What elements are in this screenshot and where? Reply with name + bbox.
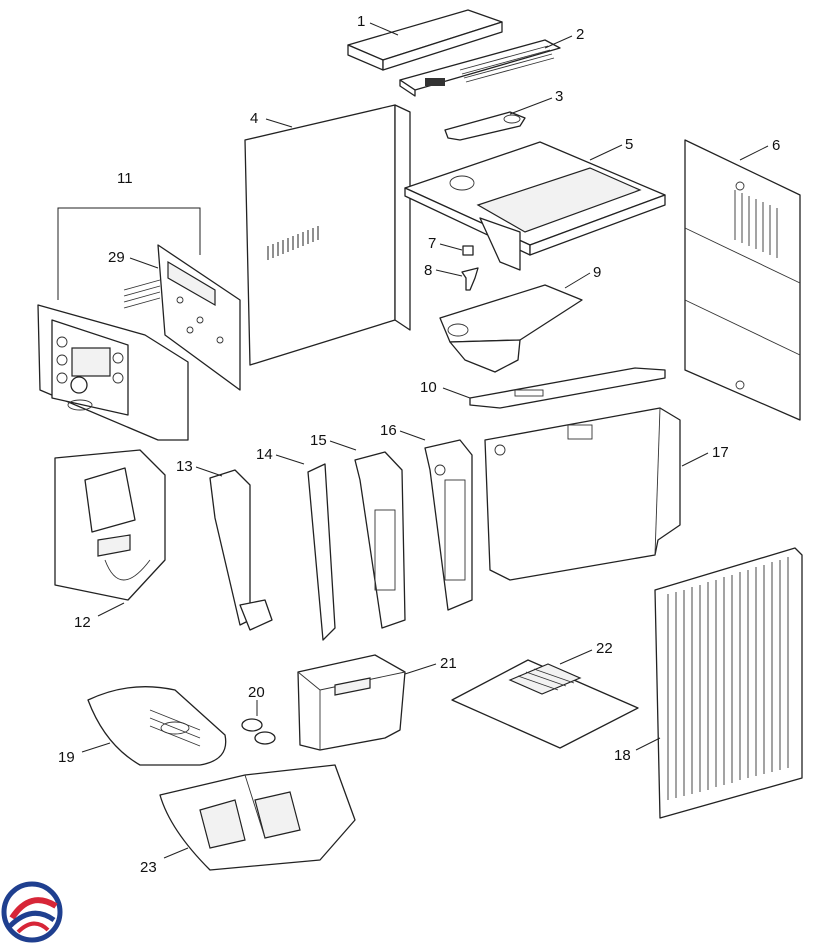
- callout-3: 3: [555, 88, 563, 105]
- part-4-vents: [267, 226, 319, 260]
- callout-labels: 1 2 3 4 5 6 7 8 9 10 11 12 13 14 15 16 1…: [58, 13, 780, 876]
- callout-22: 22: [596, 640, 613, 657]
- callout-8: 8: [424, 262, 432, 279]
- part-5-top-frame: [404, 141, 666, 271]
- part-7-knob: [462, 245, 474, 256]
- part-10-bar: [469, 367, 666, 409]
- part-20-feet: [241, 718, 276, 745]
- part-1-lid: [347, 9, 503, 71]
- callout-10: 10: [420, 379, 437, 396]
- part-13-bracket: [209, 469, 273, 631]
- part-18-rear-grille: [654, 547, 803, 819]
- part-15-cover: [354, 451, 406, 629]
- part-21-grounds-container: [297, 654, 406, 751]
- callout-15: 15: [310, 432, 327, 449]
- part-12-front-housing: [54, 449, 166, 601]
- callout-5: 5: [625, 136, 633, 153]
- callout-6: 6: [772, 137, 780, 154]
- callout-2: 2: [576, 26, 584, 43]
- part-9-funnel: [439, 284, 583, 373]
- callout-7: 7: [428, 235, 436, 252]
- part-4-side-panel: [244, 104, 411, 366]
- callout-23: 23: [140, 859, 157, 876]
- part-18-grille-lines: [667, 557, 789, 800]
- callout-29: 29: [108, 249, 125, 266]
- part-3-handle: [444, 111, 526, 141]
- callout-17: 17: [712, 444, 729, 461]
- part-6-rear-panel: [684, 139, 801, 421]
- part-2-grille-cover: [399, 39, 561, 97]
- callout-21: 21: [440, 655, 457, 672]
- callout-4: 4: [250, 110, 258, 127]
- part-16-channel: [424, 439, 473, 611]
- part-8-connector: [461, 267, 479, 291]
- part-14-strip: [307, 463, 336, 641]
- callout-18: 18: [614, 747, 631, 764]
- callout-16: 16: [380, 422, 397, 439]
- brand-logo: [1, 881, 63, 943]
- callout-1: 1: [357, 13, 365, 30]
- callout-13: 13: [176, 458, 193, 475]
- callout-12: 12: [74, 614, 91, 631]
- callout-19: 19: [58, 749, 75, 766]
- callout-9: 9: [593, 264, 601, 281]
- part-29-circuit-board: [157, 244, 241, 391]
- callout-11: 11: [117, 170, 133, 187]
- part-19-drip-tray-cover: [87, 686, 227, 766]
- leader-lines: [81, 22, 769, 859]
- part-17-water-tank: [484, 407, 681, 581]
- part-22-filter-tray: [451, 659, 639, 749]
- part-11-control-panel: [37, 207, 201, 441]
- callout-14: 14: [256, 446, 273, 463]
- part-23-drip-tray: [159, 764, 356, 871]
- callout-20: 20: [248, 684, 265, 701]
